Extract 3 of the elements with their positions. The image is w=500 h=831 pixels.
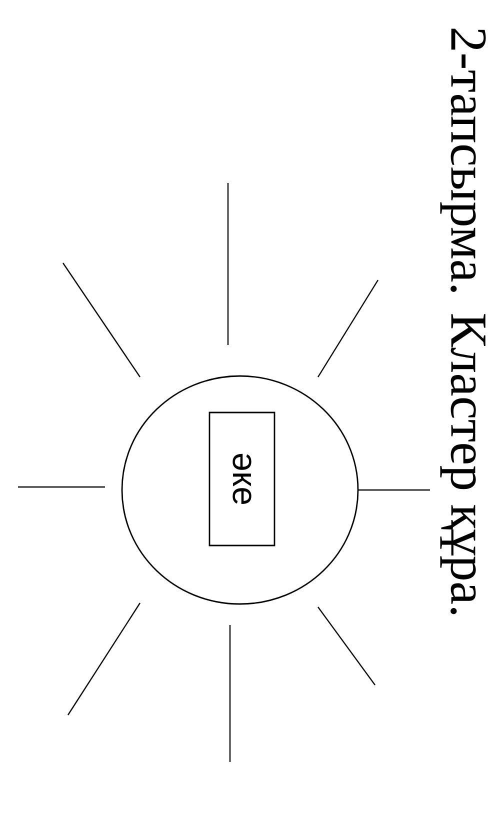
word-box: әке	[208, 412, 276, 546]
title: 2-тапсырма. Кластер құра.	[440, 28, 486, 614]
cluster-circle	[121, 375, 359, 605]
